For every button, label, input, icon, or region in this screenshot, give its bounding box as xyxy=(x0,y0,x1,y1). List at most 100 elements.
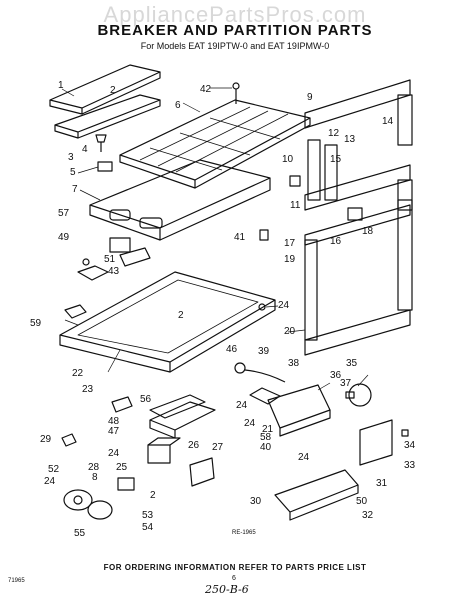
part-strip-12 xyxy=(307,139,321,201)
callout-18: 18 xyxy=(362,226,374,237)
corner-code: 71965 xyxy=(8,578,25,584)
callout-58: 58 xyxy=(260,432,272,443)
diagram-subtitle: For Models EAT 19IPTW-0 and EAT 19IPMW-0 xyxy=(140,41,330,51)
part-screw-24-right xyxy=(258,303,266,311)
callout-52: 52 xyxy=(48,464,60,475)
part-strip-18 xyxy=(397,199,413,311)
callout-40: 40 xyxy=(260,442,272,453)
callout-27: 27 xyxy=(212,442,224,453)
part-screw-42 xyxy=(232,82,240,104)
callout-23: 23 xyxy=(82,384,94,395)
callout-24: 24 xyxy=(278,300,290,311)
callout-4: 4 xyxy=(82,144,88,155)
callout-5: 5 xyxy=(70,167,76,178)
part-latch-23 xyxy=(111,396,133,413)
callout-21: 21 xyxy=(262,424,274,435)
callout-37: 37 xyxy=(340,378,352,389)
callout-33: 33 xyxy=(404,460,416,471)
part-clip-10 xyxy=(289,175,301,187)
page-number: 6 xyxy=(232,575,236,582)
callout-34: 34 xyxy=(404,440,416,451)
callout-35: 35 xyxy=(346,358,358,369)
callout-22: 22 xyxy=(72,368,84,379)
part-partition-panel-22 xyxy=(59,271,276,373)
callout-15: 15 xyxy=(330,154,342,165)
ordering-footer: FOR ORDERING INFORMATION REFER TO PARTS … xyxy=(103,563,367,572)
callout-1: 1 xyxy=(58,80,64,91)
callout-39: 39 xyxy=(258,346,270,357)
callout-16: 16 xyxy=(330,236,342,247)
callout-54: 54 xyxy=(142,522,154,533)
callout-20: 20 xyxy=(284,326,296,337)
callout-29: 29 xyxy=(40,434,52,445)
callout-31: 31 xyxy=(376,478,388,489)
part-grid-shelf-6 xyxy=(119,99,311,189)
part-breaker-rail-top xyxy=(49,64,161,139)
callout-8: 8 xyxy=(92,472,98,483)
callout-2-2: 2 xyxy=(178,310,184,321)
callout-50: 50 xyxy=(356,496,368,507)
part-bracket-26 xyxy=(189,457,215,487)
callout-36: 36 xyxy=(330,370,342,381)
callout-2-3: 2 xyxy=(150,490,156,501)
part-switch-25 xyxy=(147,437,181,464)
callout-26: 26 xyxy=(188,440,200,451)
part-cover-33 xyxy=(359,419,393,466)
callout-47: 47 xyxy=(108,426,120,437)
callout-24-5: 24 xyxy=(298,452,310,463)
callout-30: 30 xyxy=(250,496,262,507)
handwritten-note: 250-B-6 xyxy=(205,583,249,596)
part-connector-8 xyxy=(117,477,135,491)
callout-24-3: 24 xyxy=(236,400,248,411)
callout-41: 41 xyxy=(234,232,246,243)
callout-28: 28 xyxy=(88,462,100,473)
callout-12: 12 xyxy=(328,128,340,139)
callout-14: 14 xyxy=(382,116,394,127)
part-clip-34 xyxy=(401,429,409,437)
callout-10: 10 xyxy=(282,154,294,165)
callout-24-4: 24 xyxy=(108,448,120,459)
part-clip-41 xyxy=(259,229,269,241)
callout-13: 13 xyxy=(344,134,356,145)
part-strip-14 xyxy=(397,94,413,146)
callout-53: 53 xyxy=(142,510,154,521)
part-control-panel-30 xyxy=(274,469,359,521)
callout-2: 2 xyxy=(110,85,116,96)
callout-43: 43 xyxy=(108,266,120,277)
callout-59: 59 xyxy=(30,318,42,329)
callout-6: 6 xyxy=(175,100,181,111)
part-strip-19 xyxy=(304,239,318,341)
callout-24-2: 24 xyxy=(44,476,56,487)
diagram-title: BREAKER AND PARTITION PARTS xyxy=(97,22,373,39)
callout-48: 48 xyxy=(108,416,120,427)
part-block-5 xyxy=(97,161,113,172)
callout-51: 51 xyxy=(104,254,116,265)
callout-9: 9 xyxy=(307,92,313,103)
part-damper-assembly xyxy=(77,237,151,281)
part-clip-29 xyxy=(61,433,77,447)
part-strip-15 xyxy=(324,144,338,201)
part-clip-59 xyxy=(64,304,87,319)
callout-3: 3 xyxy=(68,152,74,163)
part-thermostat-52 xyxy=(63,489,113,520)
part-strip-18-top xyxy=(397,179,413,211)
callout-46: 46 xyxy=(226,344,238,355)
part-partition-strips xyxy=(304,79,413,356)
callout-57: 57 xyxy=(58,208,70,219)
callout-55: 55 xyxy=(74,528,86,539)
callout-19: 19 xyxy=(284,254,296,265)
callout-38: 38 xyxy=(288,358,300,369)
callout-24-6: 24 xyxy=(244,418,256,429)
part-light-housing-37 xyxy=(267,384,331,437)
part-control-housing xyxy=(149,394,216,439)
callout-49: 49 xyxy=(58,232,70,243)
part-screw-3 xyxy=(95,134,107,152)
callout-17: 17 xyxy=(284,238,296,249)
callout-56: 56 xyxy=(140,394,152,405)
callout-11: 11 xyxy=(290,200,301,211)
callout-42: 42 xyxy=(200,84,212,95)
callout-32: 32 xyxy=(362,510,374,521)
